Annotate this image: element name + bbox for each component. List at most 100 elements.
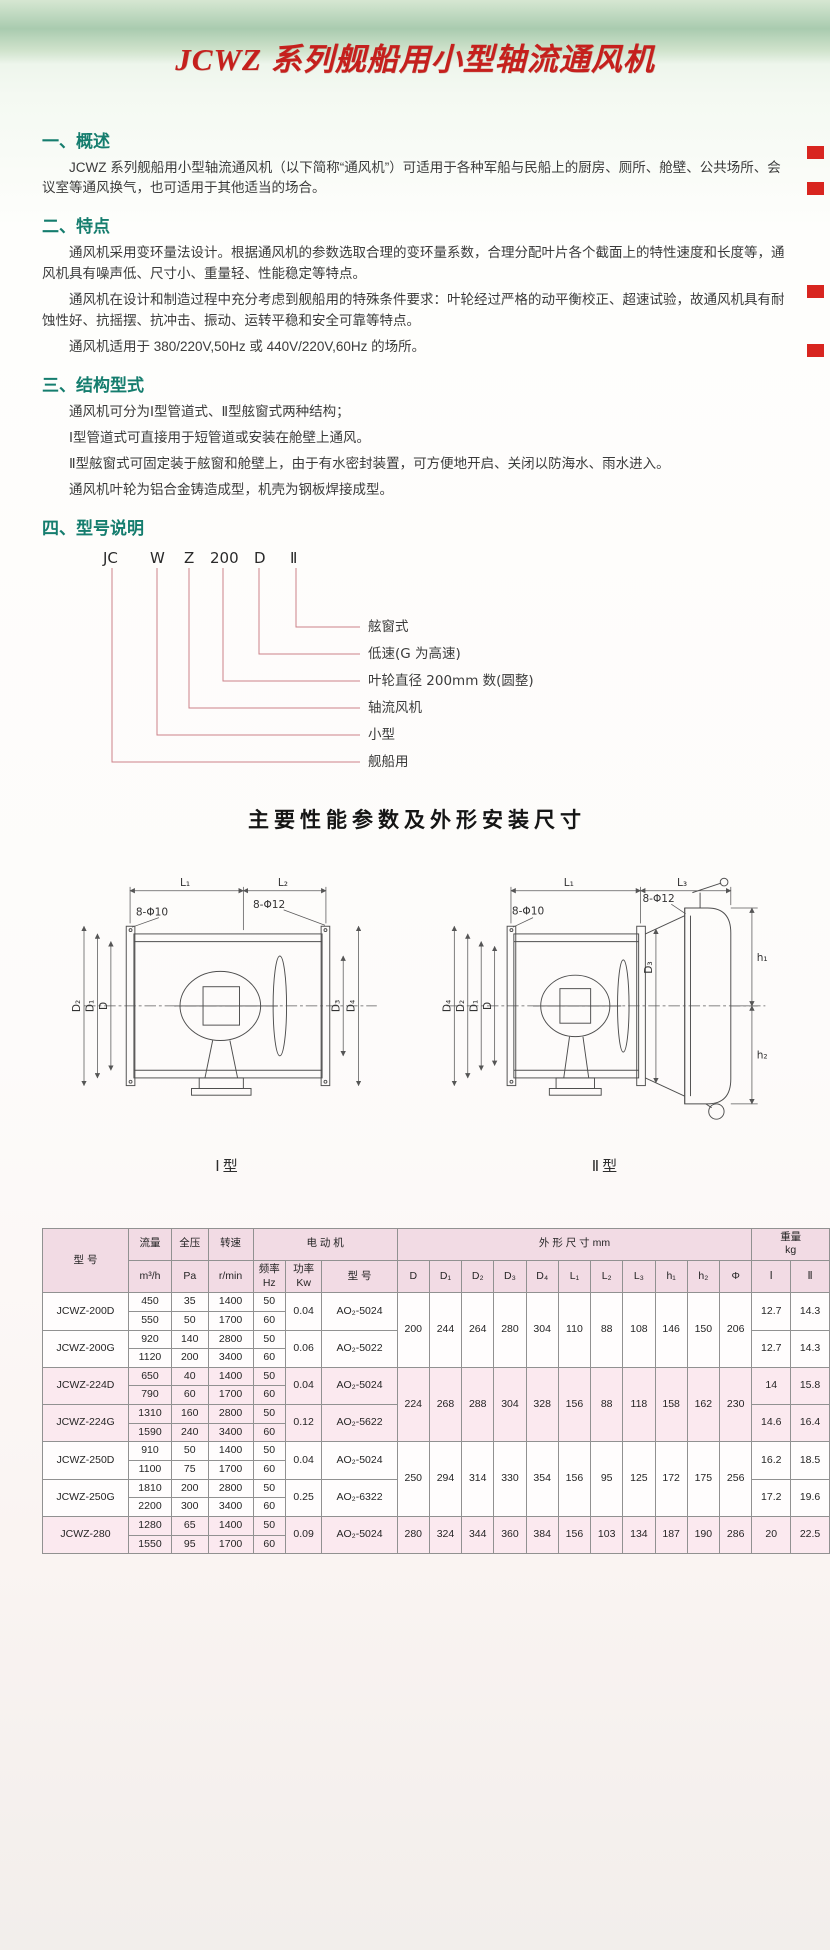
weight-type1-cell: 17.2	[751, 1478, 792, 1517]
pressure-cell: 160	[170, 1404, 209, 1424]
dim-label-l2: L₂	[278, 877, 288, 889]
speed-cell: 1400	[207, 1366, 254, 1387]
dim-cell: 280	[396, 1515, 430, 1555]
model-cell: JCWZ-250D	[42, 1441, 129, 1480]
dim-label-bolt-right: 8-Φ12	[642, 893, 674, 905]
header-dim-col: D₃	[493, 1259, 527, 1294]
type1-fan-body	[84, 925, 377, 1096]
dim-cell: 264	[461, 1292, 495, 1368]
flow-cell: 790	[127, 1385, 172, 1406]
pressure-cell: 140	[170, 1329, 209, 1350]
dim-label-h1: h₁	[757, 951, 768, 963]
pressure-cell: 50	[170, 1310, 209, 1331]
header-dim-col: D₁	[428, 1259, 463, 1294]
motor-model-cell: AO₂-5622	[321, 1404, 398, 1443]
params-heading: 主要性能参数及外形安装尺寸	[248, 808, 586, 832]
dim-cell: 95	[590, 1441, 624, 1517]
weight-type1-cell: 12.7	[751, 1292, 792, 1331]
model-code-part-200: 200	[210, 549, 239, 567]
header-dim-col: h₁	[654, 1259, 688, 1294]
dim-label-l1: L₁	[180, 877, 190, 889]
red-margin-mark	[807, 182, 824, 195]
flow-cell: 1100	[127, 1460, 172, 1480]
dim-cell: 330	[493, 1441, 527, 1517]
speed-cell: 3400	[207, 1497, 254, 1517]
header-flow-unit: m³/h	[127, 1259, 172, 1294]
dim-cell: 230	[718, 1366, 753, 1443]
motor-model-cell: AO₂-5024	[321, 1441, 398, 1480]
model-code-diagram: JC W Z 200 D Ⅱ	[58, 545, 792, 790]
dim-cell: 256	[718, 1441, 753, 1517]
pressure-cell: 65	[170, 1515, 209, 1536]
type2-dimension-labels: L₁ L₃ 8-Φ12 8-Φ10 D₄ D₂ D₁ D D₃ h₁ h₂	[441, 877, 767, 1062]
flow-cell: 920	[127, 1329, 172, 1350]
header-dim-col: D₂	[461, 1259, 495, 1294]
dim-cell: 103	[590, 1515, 624, 1555]
freq-cell: 50	[252, 1441, 286, 1461]
drawing-type2: L₁ L₃ 8-Φ12 8-Φ10 D₄ D₂ D₁ D D₃ h₁ h₂ Ⅱ型	[420, 860, 792, 1176]
section-model-designation: 四、型号说明 JC W Z 200 D Ⅱ	[42, 514, 792, 790]
weight-type2-cell: 19.6	[790, 1478, 830, 1517]
motor-model-cell: AO₂-5022	[321, 1329, 398, 1368]
header-dim-col: L₃	[622, 1259, 656, 1294]
structure-paragraph-2: Ⅰ型管道式可直接用于短管道或安装在舱壁上通风。	[69, 429, 370, 445]
weight-type1-cell: 14	[751, 1366, 792, 1406]
pressure-cell: 60	[170, 1385, 209, 1406]
dim-cell: 156	[557, 1515, 592, 1555]
header-dim-col: D	[396, 1259, 430, 1294]
dim-cell: 360	[493, 1515, 527, 1555]
dim-label-h2: h₂	[757, 1049, 768, 1061]
model-code-part-w: W	[150, 549, 165, 567]
structure-heading: 三、结构型式	[42, 375, 144, 395]
motor-model-cell: AO₂-5024	[321, 1515, 398, 1555]
header-motor-group: 电 动 机	[252, 1227, 398, 1261]
dim-label-d2: D₂	[455, 999, 467, 1011]
dim-cell: 156	[557, 1441, 592, 1517]
pressure-cell: 300	[170, 1497, 209, 1517]
type2-dimension-lines	[451, 886, 758, 1105]
dim-cell: 344	[461, 1515, 495, 1555]
header-dim-col: h₂	[686, 1259, 720, 1294]
speed-cell: 2800	[207, 1478, 254, 1499]
freq-cell: 50	[252, 1292, 286, 1312]
red-margin-mark	[807, 146, 824, 159]
power-cell: 0.06	[284, 1329, 323, 1368]
speed-cell: 1700	[207, 1460, 254, 1480]
flow-cell: 2200	[127, 1497, 172, 1517]
freq-cell: 50	[252, 1329, 286, 1350]
pressure-cell: 200	[170, 1478, 209, 1499]
header-model: 型 号	[42, 1227, 129, 1294]
dim-cell: 134	[622, 1515, 656, 1555]
speed-cell: 2800	[207, 1404, 254, 1424]
header-pressure-unit: Pa	[170, 1259, 209, 1294]
freq-cell: 50	[252, 1515, 286, 1536]
speed-cell: 1700	[207, 1310, 254, 1331]
header-weight-group: 重量 kg	[751, 1227, 830, 1261]
freq-cell: 60	[252, 1534, 286, 1555]
header-pressure: 全压	[170, 1227, 209, 1261]
dim-cell: 354	[525, 1441, 559, 1517]
dim-cell: 150	[686, 1292, 720, 1368]
features-paragraph-2: 通风机在设计和制造过程中充分考虑到舰船用的特殊条件要求：叶轮经过严格的动平衡校正…	[42, 292, 785, 329]
motor-model-cell: AO₂-5024	[321, 1292, 398, 1331]
dim-cell: 224	[396, 1366, 430, 1443]
dim-cell: 304	[525, 1292, 559, 1368]
dim-label-d: D	[482, 1002, 494, 1010]
header-speed: 转速	[207, 1227, 254, 1261]
header-dims-group: 外 形 尺 寸 mm	[396, 1227, 753, 1261]
weight-type2-cell: 14.3	[790, 1292, 830, 1331]
weight-type2-cell: 15.8	[790, 1366, 830, 1406]
dim-cell: 108	[622, 1292, 656, 1368]
overview-paragraph: JCWZ 系列舰船用小型轴流通风机（以下简称“通风机”）可适用于各种军船与民船上…	[42, 159, 781, 196]
content: 一、概述 JCWZ 系列舰船用小型轴流通风机（以下简称“通风机”）可适用于各种军…	[0, 100, 830, 1555]
motor-model-cell: AO₂-6322	[321, 1478, 398, 1517]
technical-drawings: L₁ L₂ 8-Φ12 8-Φ10 D D₁ D₂ D₃ D₄ Ⅰ型	[42, 838, 792, 1176]
power-cell: 0.04	[284, 1292, 323, 1331]
